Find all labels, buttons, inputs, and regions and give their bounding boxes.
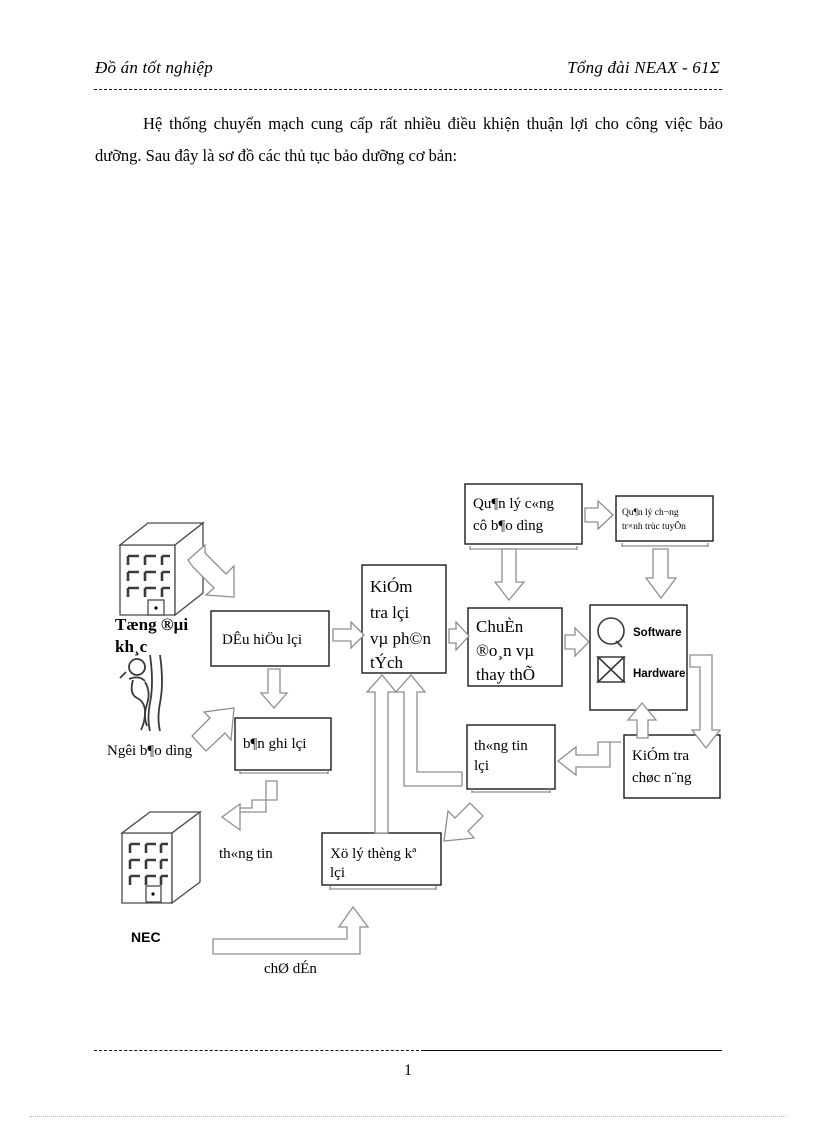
arrow-chucnang-to-thongtinloi (556, 741, 621, 777)
label-nguoi-bao-duong: Ngêi b¶o dìng (107, 743, 193, 759)
hardware-label: Hardware (633, 668, 685, 680)
header-left-title: Đồ án tốt nghiệp (95, 58, 213, 77)
svg-text:lçi: lçi (474, 758, 489, 774)
arrow-chuandoan-to-swhw (564, 626, 590, 658)
page-number: 1 (404, 1062, 412, 1079)
arrow-quanly-congcu-to-chuandoan (493, 548, 526, 602)
svg-text:Qu¶n lý c«ng: Qu¶n lý c«ng (473, 496, 554, 512)
software-label: Software (633, 627, 682, 639)
arrow-person-to-dau-hieu (191, 707, 235, 752)
svg-text:tÝch: tÝch (370, 653, 404, 672)
box-software-hardware: Software Hardware (589, 604, 688, 711)
box-chuan-doan-thay-the: ChuÈn ®o¸n vµ thay thÕ (467, 607, 563, 687)
svg-text:ChuÈn: ChuÈn (476, 617, 524, 636)
arrow-chidan-to-xuly (212, 905, 370, 955)
box-thong-tin-loi: th«ng tin lçi (466, 724, 556, 793)
box-xu-ly-thong-ke-loi: Xö lý thèng kª lçi (321, 832, 442, 890)
svg-text:chøc n¨ng: chøc n¨ng (632, 770, 692, 786)
building-icon-top (118, 521, 205, 617)
arrow-xuly-to-kiemtra (365, 673, 398, 834)
header-right-title: Tổng đài NEAX - 61Σ (567, 58, 720, 77)
hardware-bowtie-icon (596, 656, 626, 683)
svg-text:thay thÕ: thay thÕ (476, 665, 535, 684)
box-kiem-tra-loi-phan-tich: KiÓm tra lçi vµ ph©n tÝch (361, 564, 447, 674)
svg-text:Qu¶n lý ch­¬ng: Qu¶n lý ch­¬ng (622, 508, 679, 518)
arrow-thongtinloi-to-xuly (443, 802, 484, 842)
label-tong-dai-khac-line2: kh¸c (115, 637, 148, 656)
arrow-building-to-dau-hieu (187, 543, 235, 598)
page-bottom-edge (30, 1116, 786, 1117)
arrow-kiemtra-to-chuandoan (448, 620, 470, 652)
svg-text:Xö lý thèng kª: Xö lý thèng kª (330, 846, 417, 862)
svg-text:tr×nh trùc tuyÕn: tr×nh trùc tuyÕn (622, 520, 686, 532)
arrow-dau-hieu-to-kiem-tra (332, 620, 365, 650)
arrow-swhw-to-kiemtra-chucnang (689, 654, 722, 750)
box-quan-ly-cong-cu: Qu¶n lý c«ng cô b¶o dìng (464, 483, 583, 550)
software-circle-icon (597, 617, 625, 648)
label-nec: NEC (131, 929, 161, 945)
svg-text:®o¸n vµ: ®o¸n vµ (476, 641, 534, 660)
label-chi-dan: chØ dÉn (264, 960, 317, 977)
label-tong-dai-khac-line1: Tæng ®µi (115, 615, 188, 634)
svg-text:vµ ph©n: vµ ph©n (370, 629, 431, 648)
arrow-chuongtrinh-to-swhw (644, 548, 678, 600)
box-quan-ly-chuong-trinh: Qu¶n lý ch­¬ng tr×nh trùc tuyÕn (615, 495, 714, 547)
svg-text:DÊu hiÖu lçi: DÊu hiÖu lçi (222, 631, 302, 648)
arrow-thongtinloi-to-kiemtra (394, 673, 463, 787)
page-header: Đồ án tốt nghiệp Tổng đài NEAX - 61Σ (95, 58, 720, 78)
svg-text:cô b¶o dìng: cô b¶o dìng (473, 518, 544, 534)
footer-divider-dashed (94, 1050, 424, 1051)
footer-divider-solid (424, 1050, 722, 1051)
arrow-dau-hieu-to-ban-ghi (259, 668, 289, 709)
header-divider (94, 89, 722, 90)
box-dau-hieu-loi: DÊu hiÖu lçi (210, 610, 330, 667)
svg-text:KiÓm tra: KiÓm tra (632, 747, 689, 764)
paragraph-text: Hệ thống chuyển mạch cung cấp rất nhiều … (95, 114, 723, 165)
body-paragraph: Hệ thống chuyển mạch cung cấp rất nhiều … (95, 108, 723, 172)
box-ban-ghi-loi: b¶n ghi lçi (234, 717, 332, 774)
svg-text:b¶n ghi lçi: b¶n ghi lçi (243, 736, 306, 752)
arrow-congcu-to-chuongtrinh (584, 499, 614, 531)
arrow-ban-ghi-to-nec (220, 780, 278, 832)
arrow-chucnang-to-swhw (626, 701, 658, 739)
label-thong-tin: th«ng tin (219, 846, 273, 862)
svg-text:th«ng tin: th«ng tin (474, 738, 528, 754)
svg-text:tra lçi: tra lçi (370, 603, 409, 622)
svg-text:lçi: lçi (330, 865, 345, 881)
person-icon-maintenance (119, 654, 163, 732)
building-icon-nec (120, 810, 202, 905)
svg-text:KiÓm: KiÓm (370, 577, 413, 596)
